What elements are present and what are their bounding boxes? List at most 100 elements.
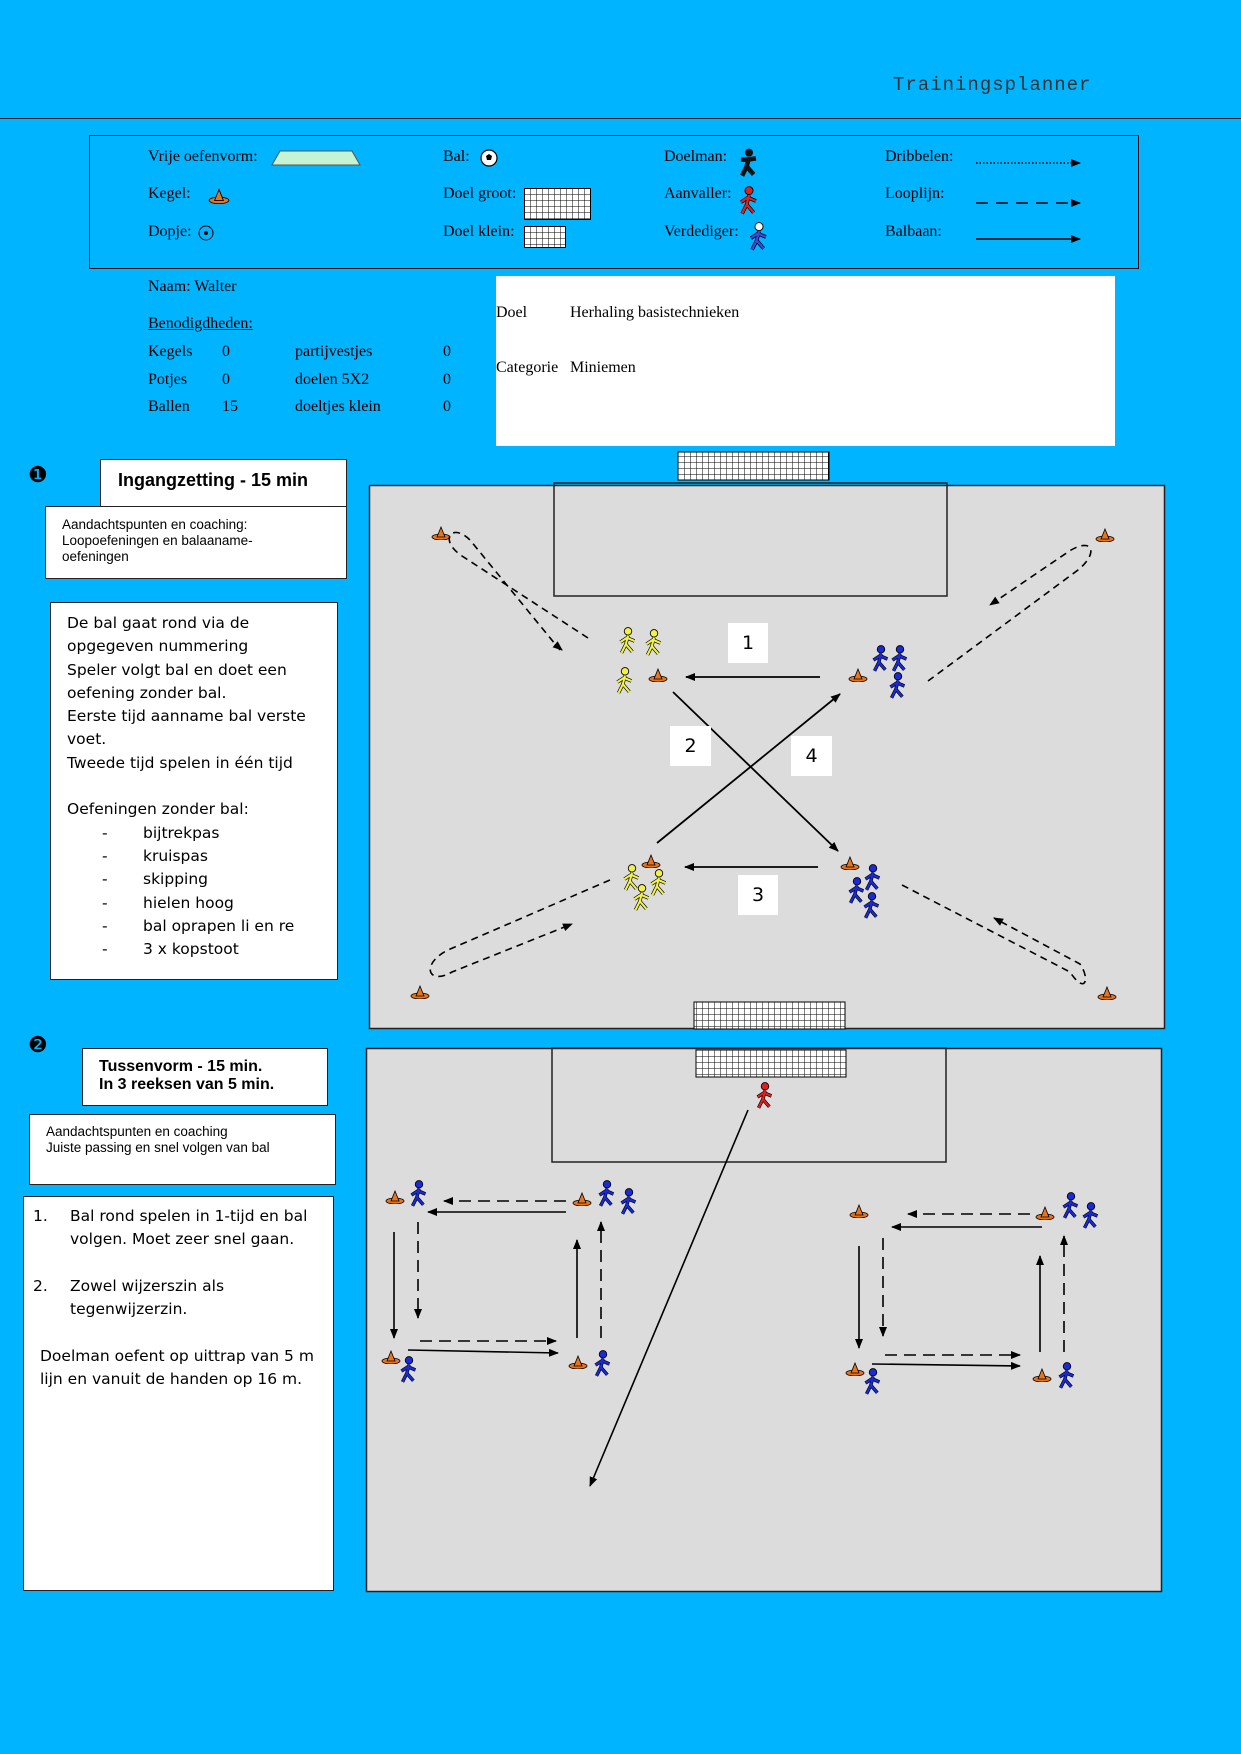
desc-line: De bal gaat rond via de <box>67 614 250 632</box>
section2-title: Tussenvorm - 15 min. <box>99 1058 263 1075</box>
list-dash: - <box>102 916 108 935</box>
equip-doeltjes-label: doeltjes klein <box>295 398 381 415</box>
field2-goal <box>695 1049 847 1078</box>
ball-icon <box>480 149 498 167</box>
legend-doel-klein-label: Doel klein: <box>443 223 515 240</box>
list-item: 3 x kopstoot <box>143 940 239 959</box>
pass-number-label: 1 <box>728 623 768 663</box>
list-dash: - <box>102 893 108 912</box>
section1-coaching-box: Aandachtspunten en coaching: Loopoefenin… <box>45 506 347 579</box>
list-number: 1. <box>33 1207 48 1225</box>
equip-ballen-value: 15 <box>222 398 238 415</box>
section1-bullet: ❶ <box>28 463 48 488</box>
pass-number-label: 2 <box>670 726 711 766</box>
section2-title-box: Tussenvorm - 15 min. In 3 reeksen van 5 … <box>82 1048 328 1106</box>
coaching-line: Juiste passing en snel volgen van bal <box>46 1140 270 1155</box>
legend-aanvaller-label: Aanvaller: <box>664 185 732 202</box>
marker-dot-icon <box>198 225 214 241</box>
trainer-name: Naam: Walter <box>148 278 237 295</box>
field1-pitch <box>368 484 1166 1030</box>
list-item: skipping <box>143 870 209 889</box>
equip-kegels-label: Kegels <box>148 343 193 360</box>
small-goal-icon <box>524 226 566 248</box>
desc-line: Oefeningen zonder bal: <box>67 800 249 819</box>
run-line-icon <box>976 199 1081 207</box>
pass-arrow-2 <box>656 693 841 844</box>
legend-dopje-label: Dopje: <box>148 223 192 240</box>
equip-kegels-value: 0 <box>222 343 230 360</box>
app-title: Trainingsplanner <box>893 74 1092 96</box>
section2-description-box: 1. Bal rond spelen in 1-tijd en bal volge… <box>23 1196 334 1591</box>
desc-line: lijn en vanuit de handen op 16 m. <box>40 1370 303 1389</box>
goal-value: Herhaling basistechnieken <box>570 304 740 321</box>
list-item: bal oprapen li en re <box>143 916 295 935</box>
equip-ballen-label: Ballen <box>148 398 190 415</box>
legend-dribbelen-label: Dribbelen: <box>885 148 954 165</box>
pass-line-icon <box>976 235 1081 243</box>
legend-balbaan-label: Balbaan: <box>885 223 942 240</box>
desc-line: Eerste tijd aanname bal verste <box>67 707 306 726</box>
desc-line: Speler volgt bal en doet een <box>67 660 287 679</box>
desc-line: oefening zonder bal. <box>67 683 227 702</box>
legend-kegel-label: Kegel: <box>148 185 191 202</box>
equip-potjes-label: Potjes <box>148 371 188 388</box>
legend-vrije-label: Vrije oefenvorm: <box>148 148 258 165</box>
field1-penalty-area <box>553 482 948 597</box>
pass-number-label: 4 <box>791 736 832 776</box>
desc-line: Zowel wijzerszin als <box>70 1276 225 1295</box>
legend-looplijn-label: Looplijn: <box>885 185 945 202</box>
free-zone-icon <box>271 150 361 166</box>
category-label: Categorie <box>496 359 559 376</box>
large-goal-icon <box>524 188 591 220</box>
desc-line: voet. <box>67 730 107 749</box>
section2-coaching-box: Aandachtspunten en coaching Juiste passi… <box>29 1114 336 1185</box>
equip-doeltjes-value: 0 <box>443 398 451 415</box>
list-dash: - <box>102 870 108 889</box>
equipment-heading: Benodigdheden: <box>148 315 253 332</box>
section2-bullet: ❷ <box>28 1033 48 1058</box>
coaching-line: oefeningen <box>62 549 129 564</box>
list-item: bijtrekpas <box>143 823 220 842</box>
equip-vestjes-value: 0 <box>443 343 451 360</box>
pass-arrow-4 <box>672 691 839 852</box>
legend-doelman-label: Doelman: <box>664 148 728 165</box>
goal-category-panel <box>496 276 1115 446</box>
header-divider <box>0 118 1241 119</box>
field1-top-goal <box>677 451 830 481</box>
field1-bottom-goal <box>693 1001 846 1030</box>
desc-line: volgen. Moet zeer snel gaan. <box>70 1230 295 1249</box>
list-dash: - <box>102 846 108 865</box>
equip-doelen-label: doelen 5X2 <box>295 371 370 388</box>
run-loop-bottom-left <box>429 879 611 978</box>
section1-title: Ingangzetting - 15 min <box>118 470 309 490</box>
run-arrowhead <box>552 641 563 651</box>
pass-number-label: 3 <box>738 875 778 915</box>
list-item: kruispas <box>143 846 208 865</box>
coaching-line: Aandachtspunten en coaching: <box>62 517 248 532</box>
run-loop-bottom-right <box>901 884 1087 985</box>
coaching-line: Aandachtspunten en coaching <box>46 1124 228 1139</box>
category-value: Miniemen <box>570 359 636 376</box>
equip-doelen-value: 0 <box>443 371 451 388</box>
section2-subtitle: In 3 reeksen van 5 min. <box>99 1076 275 1093</box>
goal-label: Doel <box>496 304 528 321</box>
list-item: hielen hoog <box>143 893 234 912</box>
desc-line: Bal rond spelen in 1-tijd en bal <box>70 1207 308 1225</box>
equip-potjes-value: 0 <box>222 371 230 388</box>
equip-vestjes-label: partijvestjes <box>295 343 373 360</box>
legend-verdediger-label: Verdediger: <box>664 223 739 240</box>
desc-line: opgegeven nummering <box>67 637 249 656</box>
desc-line: Doelman oefent op uittrap van 5 m <box>40 1346 314 1365</box>
field2-pitch <box>365 1047 1163 1593</box>
desc-line: tegenwijzerzin. <box>70 1300 188 1319</box>
goal-kick-arrow <box>589 1109 749 1487</box>
run-loop-top-left <box>448 531 589 651</box>
legend-bal-label: Bal: <box>443 148 470 165</box>
desc-line: Tweede tijd spelen in één tijd <box>67 753 293 772</box>
legend-doel-groot-label: Doel groot: <box>443 185 517 202</box>
field2-penalty-area <box>551 1047 947 1163</box>
legend-panel <box>89 135 1139 269</box>
coaching-line: Loopoefeningen en balaaname- <box>62 533 253 548</box>
